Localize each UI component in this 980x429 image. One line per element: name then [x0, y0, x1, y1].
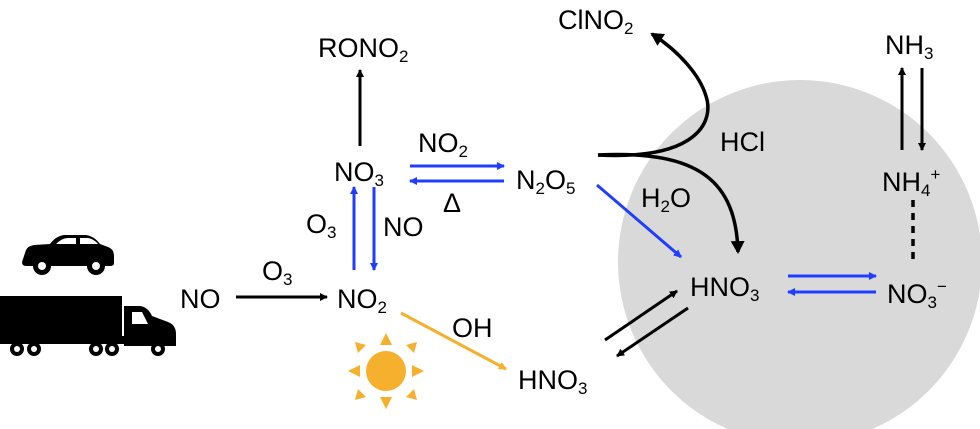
- particle-circle: [618, 80, 980, 429]
- arrow-hno3-gas-to-particle: [604, 289, 678, 342]
- arrow-n2o5-to-hno3-hcl: [597, 152, 745, 254]
- label-n2o5: N2O5: [516, 165, 576, 198]
- label-nh4: NH4+: [882, 165, 941, 200]
- reagent-h2o: H2O: [641, 183, 691, 216]
- reagent-no-side: NO: [383, 212, 424, 242]
- arrow-n2o5-to-clno2: [597, 32, 710, 158]
- reagent-delta: Δ: [443, 188, 462, 218]
- reagent-no2-top: NO2: [418, 128, 468, 161]
- label-no3: NO3: [334, 157, 384, 190]
- sun-icon: [348, 333, 424, 409]
- label-clno2: ClNO2: [558, 5, 634, 38]
- label-no3-ion: NO3−: [887, 277, 947, 312]
- label-nh3: NH3: [885, 30, 934, 63]
- label-no: NO: [180, 284, 221, 314]
- truck-icon: [0, 296, 176, 356]
- label-no2: NO2: [337, 284, 387, 317]
- arrow-hno3-particle-to-gas: [616, 306, 689, 358]
- label-hno3-gas: HNO3: [518, 365, 588, 398]
- arrow-n2o5-to-hno3: [596, 183, 682, 259]
- reagent-hcl: HCl: [720, 127, 765, 157]
- reagent-o3-side: O3: [306, 209, 337, 242]
- label-rono2: RONO2: [318, 33, 409, 66]
- arrow-no2-to-hno3: [400, 311, 507, 371]
- label-hno3-particle: HNO3: [690, 272, 760, 305]
- moon-icon: [243, 181, 276, 240]
- reagent-oh: OH: [452, 313, 493, 343]
- car-icon: [22, 235, 114, 275]
- reagent-o3-main: O3: [262, 256, 293, 289]
